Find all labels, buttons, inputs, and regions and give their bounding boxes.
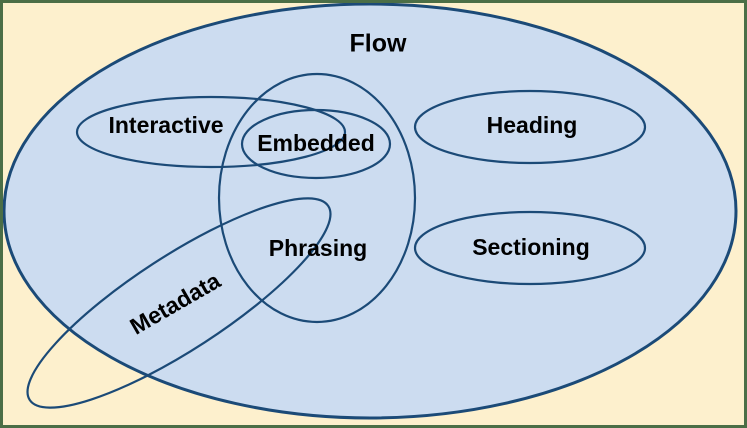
venn-label-sectioning: Sectioning: [472, 234, 590, 260]
venn-ellipse-interactive[interactable]: [75, 95, 347, 169]
venn-ellipse-phrasing[interactable]: [217, 72, 417, 324]
venn-ellipse-heading[interactable]: [413, 89, 647, 165]
venn-label-interactive: Interactive: [108, 112, 223, 138]
venn-ellipse-sectioning[interactable]: [413, 210, 647, 286]
venn-set-embedded[interactable]: [240, 108, 392, 180]
venn-label-flow: Flow: [350, 30, 407, 58]
venn-label-heading: Heading: [487, 112, 578, 138]
venn-label-phrasing: Phrasing: [269, 235, 367, 261]
venn-set-flow[interactable]: [2, 2, 738, 420]
venn-set-interactive[interactable]: [75, 95, 347, 169]
venn-ellipse-embedded[interactable]: [240, 108, 392, 180]
venn-set-metadata[interactable]: [4, 167, 354, 428]
venn-set-sectioning[interactable]: [413, 210, 647, 286]
venn-ellipse-flow[interactable]: [2, 2, 738, 420]
venn-label-embedded: Embedded: [257, 130, 375, 156]
venn-set-phrasing[interactable]: [217, 72, 417, 324]
venn-set-heading[interactable]: [413, 89, 647, 165]
venn-ellipse-metadata[interactable]: [4, 167, 354, 428]
